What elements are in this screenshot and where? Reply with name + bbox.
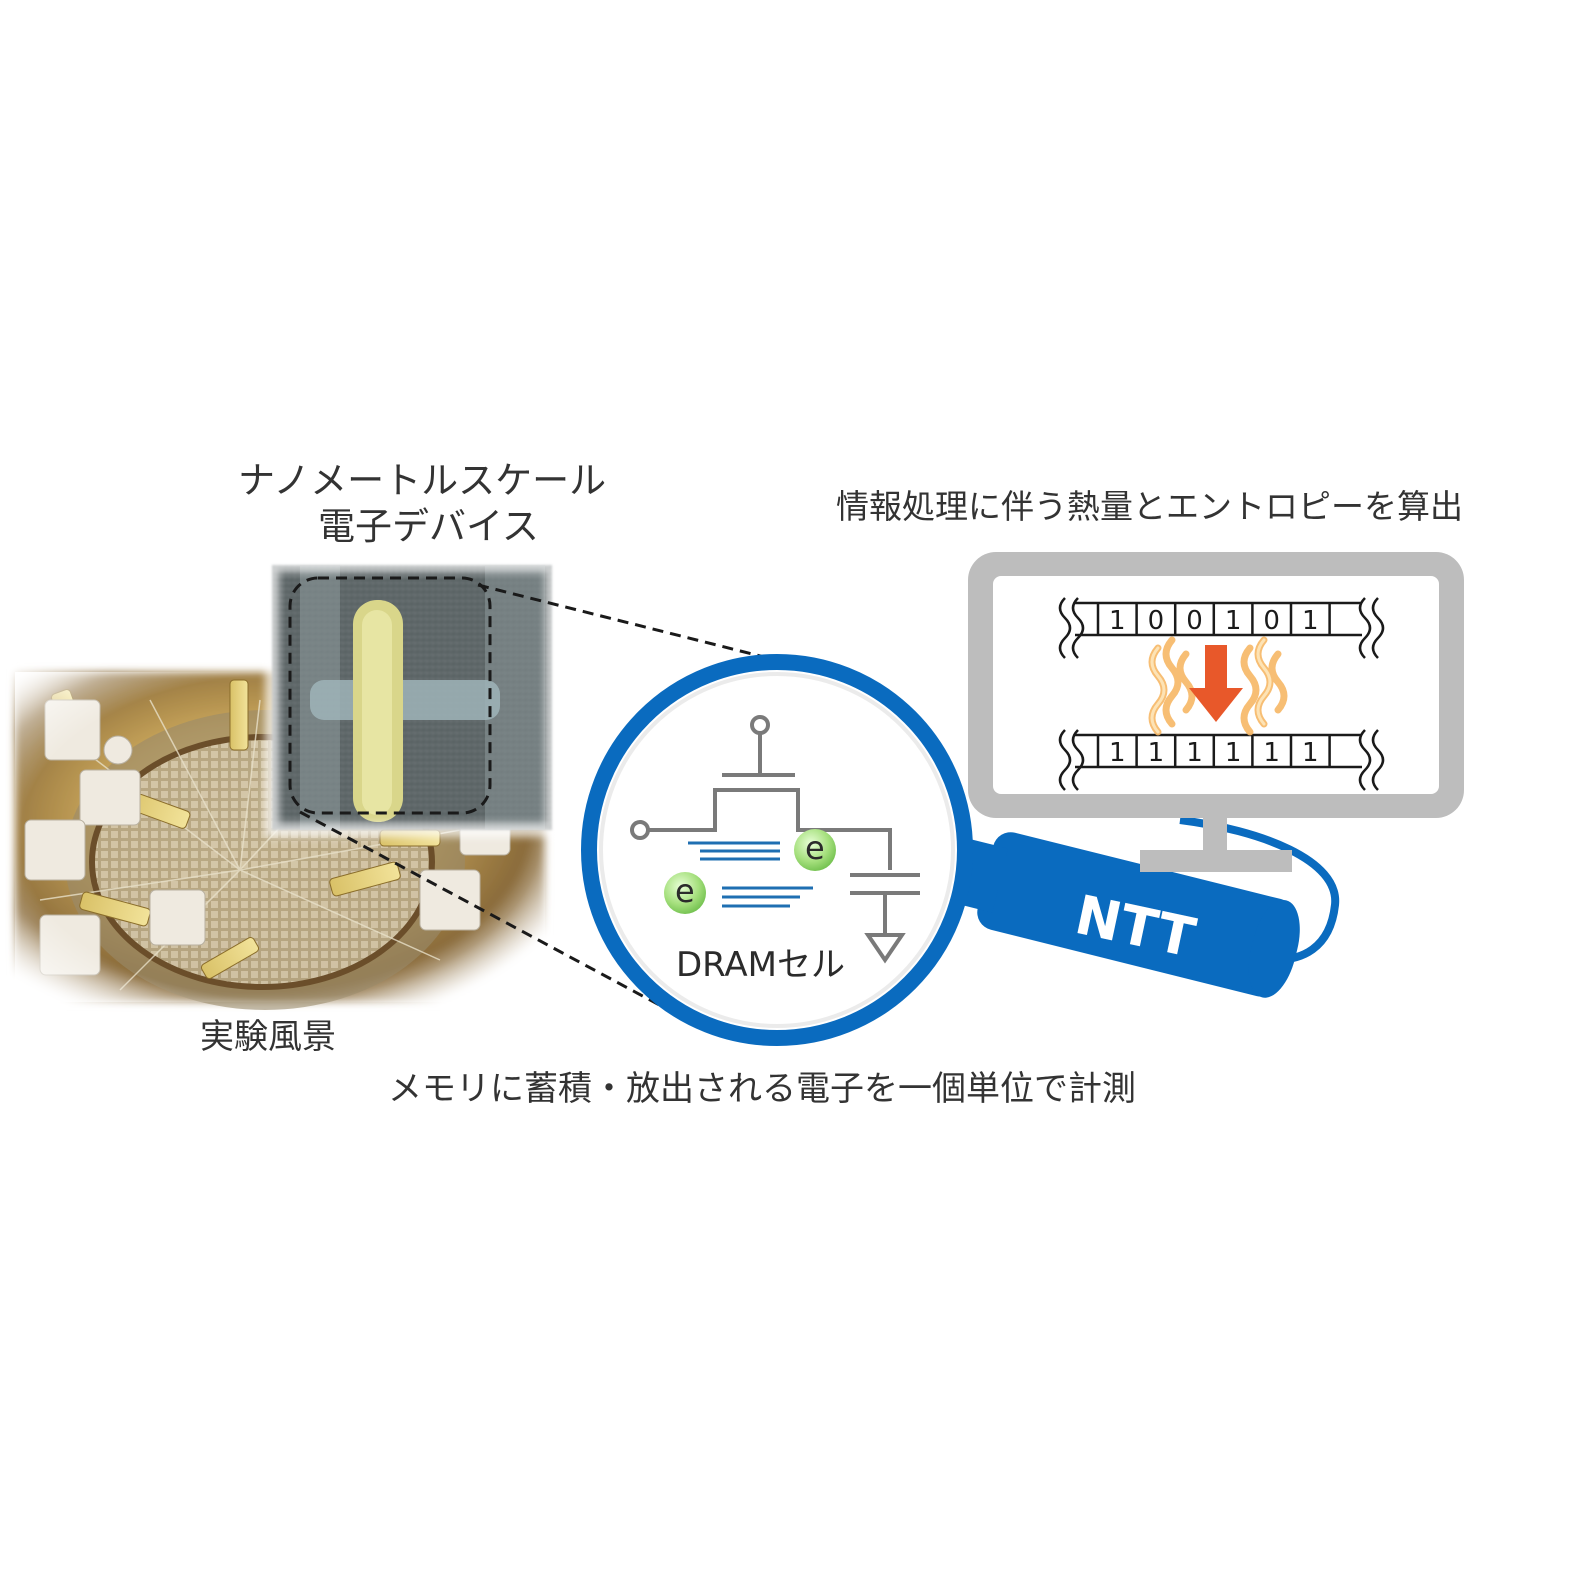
arrow-down-icon	[1189, 645, 1243, 722]
tape-after-bit: 1	[1263, 738, 1280, 768]
tape-before-bit: 1	[1302, 606, 1319, 636]
tape-after-bit: 1	[1225, 738, 1242, 768]
experiment-caption: 実験風景	[200, 1017, 336, 1057]
tape-after-bit: 1	[1148, 738, 1165, 768]
energy-levels	[688, 841, 813, 908]
tape-before-bit: 0	[1186, 606, 1203, 636]
electron-label-1: e	[805, 829, 825, 867]
tape-after-bit: 1	[1109, 738, 1126, 768]
dram-cell-label: DRAMセル	[676, 945, 846, 985]
tape-before-bit: 1	[1225, 606, 1242, 636]
memory-measure-caption: メモリに蓄積・放出される電子を一個単位で計測	[388, 1069, 1136, 1109]
tape-ends	[1058, 597, 1385, 791]
device-title-line-1: ナノメートルスケール	[238, 459, 607, 502]
device-micrograph	[265, 558, 559, 837]
info-processing-title: 情報処理に伴う熱量とエントロピーを算出	[836, 487, 1463, 526]
tape-after-bit: 1	[1186, 738, 1203, 768]
device-title-line-2: 電子デバイス	[318, 505, 539, 548]
tape-before-bit: 0	[1148, 606, 1165, 636]
tape-after-bit: 1	[1302, 738, 1319, 768]
tape-before-bit: 1	[1109, 606, 1126, 636]
tape-rails	[1075, 601, 1362, 769]
dram-circuit	[630, 715, 920, 964]
heat-wave-icon	[1148, 636, 1288, 736]
tape-before-bit: 0	[1263, 606, 1280, 636]
zoom-lines	[299, 583, 809, 1010]
electrons	[664, 829, 836, 914]
electron-label-2: e	[675, 872, 695, 910]
